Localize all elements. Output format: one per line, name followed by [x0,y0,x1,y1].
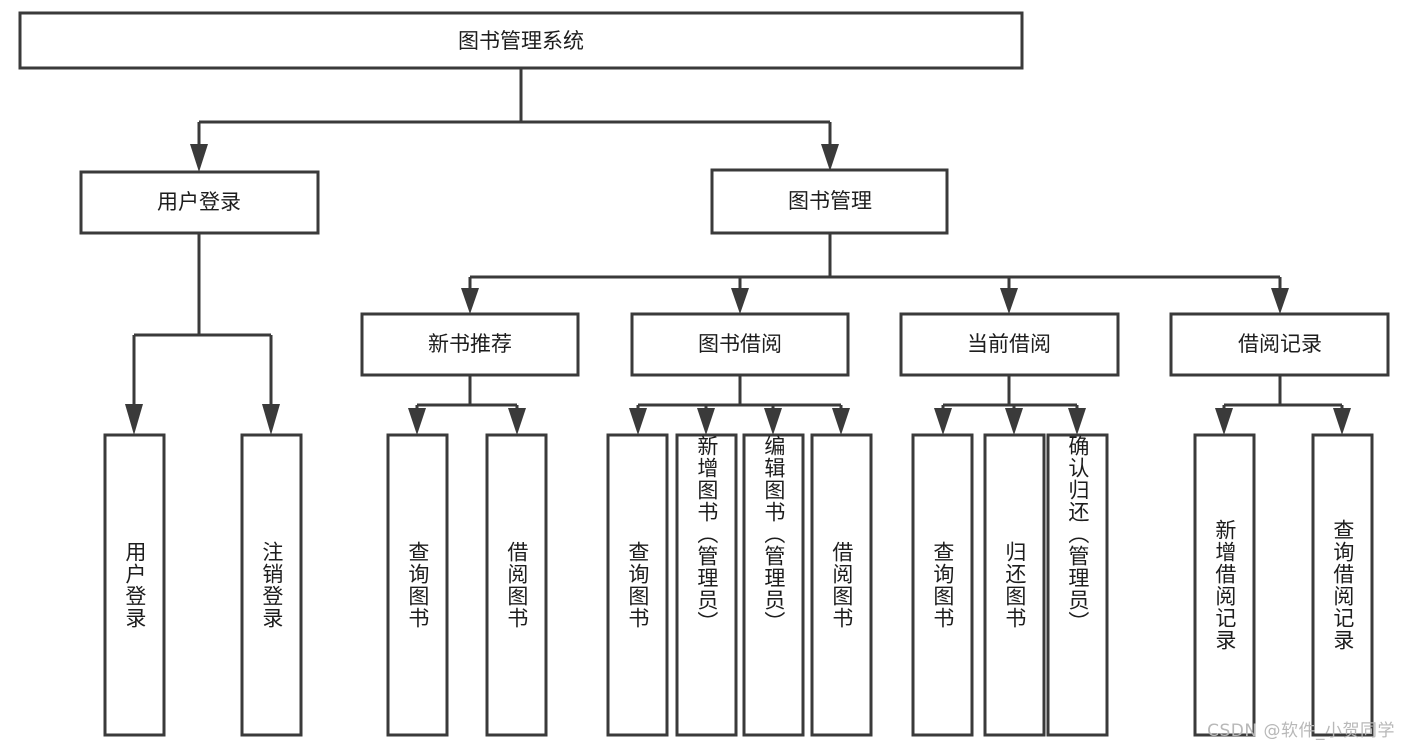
leaf-user-login-box[interactable] [103,433,166,737]
leaf-nodes [103,433,1374,737]
leaf-confirm-return-box[interactable] [1046,433,1109,737]
arrowhead-leaf-borrow-book [832,408,850,435]
arrowhead-current-borrow [1000,288,1018,314]
node-new-book-rec[interactable]: 新书推荐 [360,312,580,377]
csdn-watermark: CSDN @软件_小贺同学 [1207,721,1395,741]
arrowhead-leaf-add-book [697,408,715,435]
node-root-label: 图书管理系统 [458,29,584,53]
leaf-add-book-box[interactable] [675,433,738,737]
arrowhead-leaf-query-record [1333,408,1351,435]
node-borrow-record-box[interactable] [1169,312,1390,377]
arrowhead-borrow-record [1271,288,1289,314]
arrowhead-leaf-query-book-borrow [629,408,647,435]
arrowhead-leaf-user-login [125,404,143,435]
node-current-borrow-label: 当前借阅 [967,332,1051,356]
node-current-borrow[interactable]: 当前借阅 [899,312,1120,377]
arrowhead-leaf-edit-book [764,408,782,435]
node-current-borrow-box[interactable] [899,312,1120,377]
leaf-borrow-book-rec-box[interactable] [485,433,548,737]
leaf-return-book-box[interactable] [983,433,1046,737]
leaf-user-logout-box[interactable] [240,433,303,737]
arrowhead-leaf-borrow-book-rec [508,408,526,435]
node-book-manage-label: 图书管理 [788,189,872,213]
node-root[interactable]: 图书管理系统 [18,11,1024,70]
connectors [125,68,1351,435]
arrowhead-leaf-user-logout [262,404,280,435]
node-user-login[interactable]: 用户登录 [79,170,320,235]
leaf-borrow-book-box[interactable] [810,433,873,737]
node-book-manage[interactable]: 图书管理 [710,168,949,235]
node-new-book-rec-label: 新书推荐 [428,332,512,356]
leaf-query-book-borrow-box[interactable] [606,433,669,737]
arrowhead-leaf-add-record [1215,408,1233,435]
leaf-add-record-box[interactable] [1193,433,1256,737]
arrowhead-leaf-query-book-rec [408,408,426,435]
node-user-login-box[interactable] [79,170,320,235]
leaf-edit-book-box[interactable] [742,433,805,737]
node-new-book-rec-box[interactable] [360,312,580,377]
arrowhead-leaf-confirm-return [1068,408,1086,435]
arrowhead-leaf-query-book-cur [934,408,952,435]
node-book-borrow-box[interactable] [630,312,850,377]
node-book-manage-box[interactable] [710,168,949,235]
node-borrow-record-label: 借阅记录 [1238,332,1322,356]
arrowhead-new-book-rec [461,288,479,314]
node-borrow-record[interactable]: 借阅记录 [1169,312,1390,377]
leaf-query-record-box[interactable] [1311,433,1374,737]
node-root-box[interactable] [18,11,1024,70]
arrowhead-leaf-return-book [1005,408,1023,435]
leaf-query-book-rec-box[interactable] [386,433,449,737]
arrowhead-book-borrow [731,288,749,314]
node-book-borrow[interactable]: 图书借阅 [630,312,850,377]
arrowhead-user-login [190,144,208,172]
leaf-query-book-cur-box[interactable] [911,433,974,737]
node-book-borrow-label: 图书借阅 [698,332,782,356]
nodes: 图书管理系统 用户登录 图书管理 新书推荐 图书借阅 当前 [18,11,1390,737]
arrowhead-book-manage [821,144,839,171]
node-user-login-label: 用户登录 [157,190,241,214]
